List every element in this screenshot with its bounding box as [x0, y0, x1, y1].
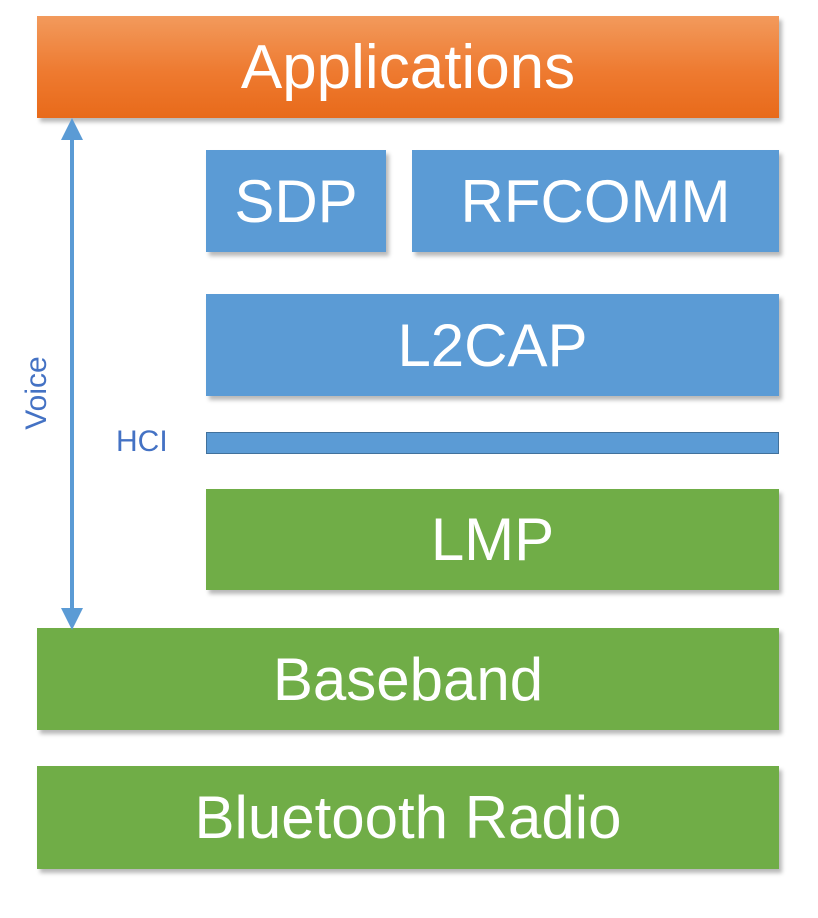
hci-interface-bar — [206, 432, 779, 454]
l2cap-layer: L2CAP — [206, 294, 779, 396]
bluetooth-radio-label: Bluetooth Radio — [194, 784, 622, 851]
l2cap-label: L2CAP — [397, 311, 588, 379]
baseband-label: Baseband — [272, 645, 544, 713]
baseband-layer: Baseband — [37, 628, 779, 730]
voice-arrow-head-up — [61, 118, 83, 140]
bluetooth-radio-layer: Bluetooth Radio — [37, 766, 779, 869]
sdp-label: SDP — [234, 167, 358, 235]
rfcomm-layer: RFCOMM — [412, 150, 779, 252]
lmp-label: LMP — [430, 506, 555, 573]
voice-double-arrow-icon — [61, 118, 83, 630]
voice-arrow-head-down — [61, 608, 83, 630]
voice-label: Voice — [20, 356, 53, 430]
rfcomm-label: RFCOMM — [460, 167, 731, 235]
sdp-layer: SDP — [206, 150, 386, 252]
hci-label: HCI — [116, 425, 168, 458]
applications-label: Applications — [240, 32, 576, 102]
applications-layer: Applications — [37, 16, 779, 118]
lmp-layer: LMP — [206, 489, 779, 590]
